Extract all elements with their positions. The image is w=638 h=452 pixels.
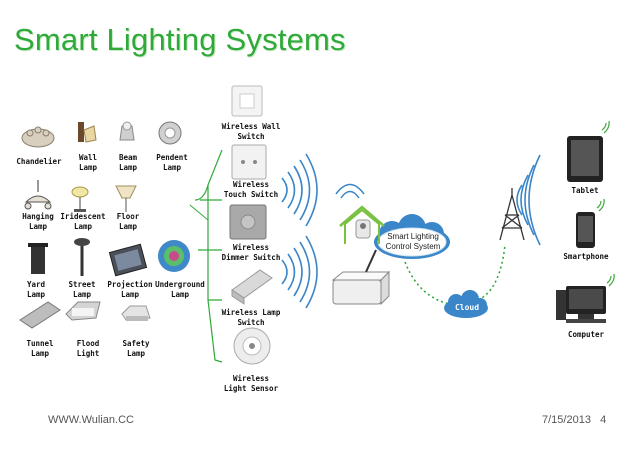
light-sensor-label: Wireless Light Sensor (223, 374, 279, 393)
tunnel-lamp-label: Tunnel Lamp (26, 339, 54, 358)
wall-lamp-label: Wall Lamp (78, 153, 98, 172)
home-icon (339, 205, 385, 244)
hanging-lamp-icon (24, 180, 52, 210)
wall-lamp-icon (78, 122, 97, 143)
wifi-arcs-house (335, 183, 365, 199)
footer-website: WWW.Wulian.CC (48, 414, 134, 426)
underground-lamp-icon (158, 240, 190, 272)
dimmer-switch-icon (229, 204, 267, 240)
smartphone-wifi-icon (596, 198, 605, 212)
cloud-link-right (477, 244, 506, 301)
projection-lamp-icon (108, 243, 148, 277)
floor-lamp-icon (115, 185, 137, 212)
wall-switch-label: Wireless Wall Switch (221, 122, 281, 141)
smartphone-icon (576, 212, 595, 248)
flood-light-icon (65, 301, 101, 321)
light-sensor-icon (233, 327, 271, 365)
gateway-router-icon (331, 249, 391, 306)
street-lamp-label: Street Lamp (68, 280, 96, 299)
page-title: Smart Lighting Systems (14, 22, 346, 57)
computer-icon (556, 286, 606, 323)
tablet-wifi-icon (601, 120, 610, 134)
touch-switch-icon (231, 144, 267, 180)
yard-lamp-label: Yard Lamp (26, 280, 46, 299)
wall-switch-icon (231, 85, 263, 117)
footer-date: 7/15/2013 4 (542, 414, 606, 426)
wifi-arcs-touch (281, 153, 318, 227)
tunnel-lamp-icon (19, 301, 61, 329)
pendant-lamp-icon (158, 121, 182, 145)
touch-switch-label: Wireless Touch Switch (223, 180, 279, 199)
lamp-switch-icon (231, 269, 273, 305)
floor-lamp-label: Floor Lamp (116, 212, 140, 231)
underground-lamp-label: Underground Lamp (155, 280, 205, 299)
cloud-label: Cloud (454, 303, 480, 312)
smartphone-label: Smartphone (563, 252, 609, 261)
tablet-icon (567, 136, 603, 182)
cloud-link-left (404, 261, 456, 306)
hanging-lamp-label: Hanging Lamp (22, 212, 54, 231)
projection-lamp-label: Projection Lamp (107, 280, 153, 299)
cloud-shape (444, 290, 488, 318)
control-system-label: Smart Lighting Control System (385, 232, 441, 251)
yard-lamp-icon (28, 243, 48, 274)
page-number: 4 (600, 414, 607, 426)
tablet-label: Tablet (571, 186, 599, 195)
wifi-arcs-tower (516, 154, 541, 246)
wifi-arcs-dimmer (281, 235, 318, 309)
control-cloud-shape (374, 214, 450, 259)
switch-connector-bracket (194, 149, 223, 363)
lamp-switch-label: Wireless Lamp Switch (221, 308, 281, 327)
safety-lamp-icon (121, 305, 151, 321)
computer-wifi-icon (606, 273, 615, 287)
beam-lamp-icon (119, 121, 135, 141)
beam-lamp-label: Beam Lamp (118, 153, 138, 172)
street-lamp-icon (74, 238, 90, 276)
pendant-lamp-label: Pendent Lamp (156, 153, 188, 172)
safety-lamp-label: Safety Lamp (122, 339, 150, 358)
chandelier-icon (21, 126, 55, 148)
lamp-connector (189, 204, 209, 221)
iridescent-lamp-icon (71, 186, 89, 212)
flood-light-label: Flood Light (76, 339, 100, 358)
computer-label: Computer (567, 330, 605, 339)
chandelier-label: Chandelier (16, 157, 62, 166)
footer-date-text: 7/15/2013 (542, 414, 591, 426)
iridescent-lamp-label: Iridescent Lamp (60, 212, 106, 231)
dimmer-switch-label: Wireless Dimmer Switch (221, 243, 281, 262)
cell-tower-icon (499, 188, 525, 241)
